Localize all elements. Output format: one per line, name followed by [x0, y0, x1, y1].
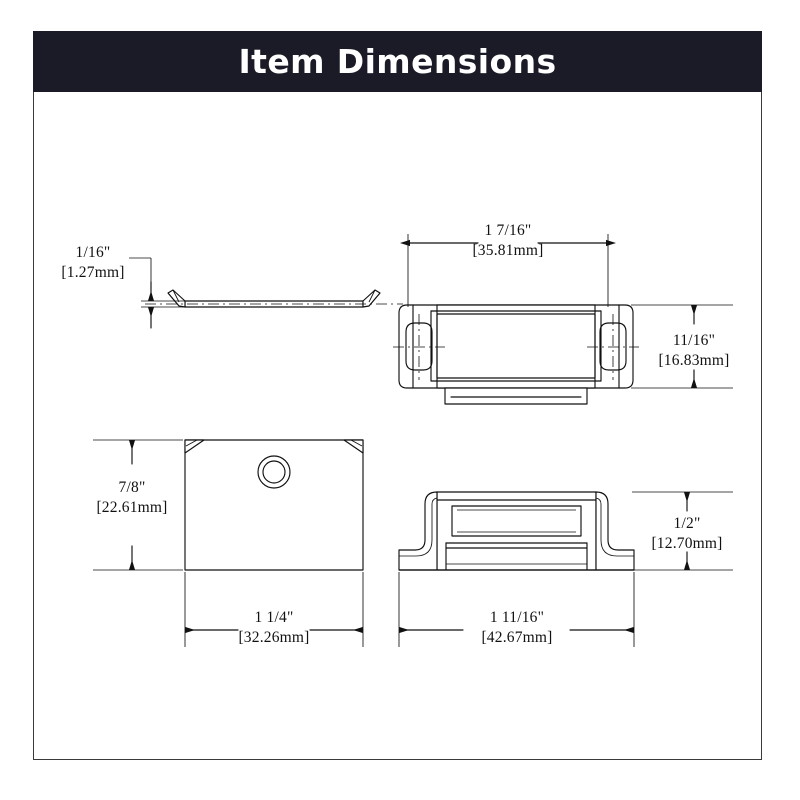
view-magnetic-catch-front [398, 491, 635, 571]
plate-screw-hole-outer [257, 455, 291, 489]
catch-right-flange [595, 491, 635, 571]
catch-depth-extension-lines [631, 304, 733, 389]
dim-catch-width-metric: [35.81mm] [472, 242, 543, 259]
plate-corner-chamfer-left-detail [185, 439, 198, 447]
dim-catch-overall-imperial: 1 11/16" [490, 609, 544, 626]
catch-bottom-keeper [444, 387, 588, 405]
dim-plate-thickness-metric: [1.27mm] [61, 264, 124, 281]
dim-catch-width-imperial: 1 7/16" [485, 222, 532, 239]
catch-left-flange [398, 491, 438, 571]
dimension-plate-width: 1 1/4" [32.26mm] [184, 572, 364, 647]
view-strike-plate-face [184, 439, 364, 571]
dimension-plate-thickness: 1/16" [1.27mm] [61, 244, 198, 329]
page-title: Item Dimensions [238, 42, 557, 81]
plate-height-extension-lines [93, 439, 183, 571]
plate-corner-chamfer-right-detail [350, 439, 363, 447]
catch-right-flange-inner [595, 497, 634, 557]
catch-flange-edge-lines [412, 304, 620, 389]
plate-width-extension-lines [184, 572, 364, 647]
dimension-catch-body-depth: 11/16" [16.83mm] [631, 304, 733, 389]
catch-body-step-sides [430, 310, 602, 382]
dimension-drawing-svg: 1/16" [1.27mm] [61, 222, 733, 647]
left-mounting-slot [405, 322, 433, 371]
catch-magnet-slot [451, 505, 582, 537]
plate-right-tab [362, 289, 381, 308]
catch-body-step-lines [430, 310, 602, 382]
catch-left-flange-inner [399, 497, 438, 557]
dim-catch-depth-imperial: 11/16" [673, 332, 715, 349]
plate-left-tab-fold [167, 289, 180, 307]
plate-corner-chamfer-left [184, 439, 205, 454]
dim-plate-thickness-imperial: 1/16" [76, 244, 111, 261]
plate-left-tab [167, 289, 186, 308]
dim-plate-height-metric: [22.61mm] [96, 499, 167, 516]
title-bar: Item Dimensions [33, 31, 762, 92]
catch-front-band-sides [445, 542, 588, 571]
technical-drawing-canvas: 1/16" [1.27mm] [33, 92, 762, 760]
catch-width-extension-lines [407, 234, 609, 307]
catch-magnet-cavity [436, 313, 596, 379]
plate-screw-hole-inner [262, 460, 286, 484]
right-mounting-slot [599, 322, 627, 371]
view-magnetic-catch-top [393, 304, 639, 405]
dim-plate-width-metric: [32.26mm] [238, 629, 309, 646]
dimension-catch-overall-width: 1 11/16" [42.67mm] [398, 572, 635, 647]
view-strike-plate-side [145, 289, 403, 308]
dim-catch-height-imperial: 1/2" [674, 515, 701, 532]
dimension-plate-height: 7/8" [22.61mm] [93, 439, 183, 571]
dim-catch-overall-metric: [42.67mm] [481, 629, 552, 646]
dim-plate-width-imperial: 1 1/4" [255, 609, 294, 626]
drawing-frame [33, 31, 762, 760]
catch-height-extension-lines [632, 491, 733, 571]
dim-plate-height-imperial: 7/8" [119, 479, 146, 496]
catch-body-outline [436, 304, 596, 389]
catch-front-housing [436, 491, 597, 571]
dimension-catch-height: 1/2" [12.70mm] [632, 491, 733, 571]
plate-face-outline [184, 439, 364, 571]
dimension-catch-body-width: 1 7/16" [35.81mm] [400, 222, 616, 307]
catch-magnet-slot-inner-lines [457, 509, 576, 533]
catch-overall-extension-lines [398, 572, 635, 647]
dim-catch-height-metric: [12.70mm] [651, 535, 722, 552]
dim-catch-depth-metric: [16.83mm] [658, 352, 729, 369]
plate-corner-chamfer-right [343, 439, 364, 454]
catch-front-band-lines [445, 542, 588, 549]
